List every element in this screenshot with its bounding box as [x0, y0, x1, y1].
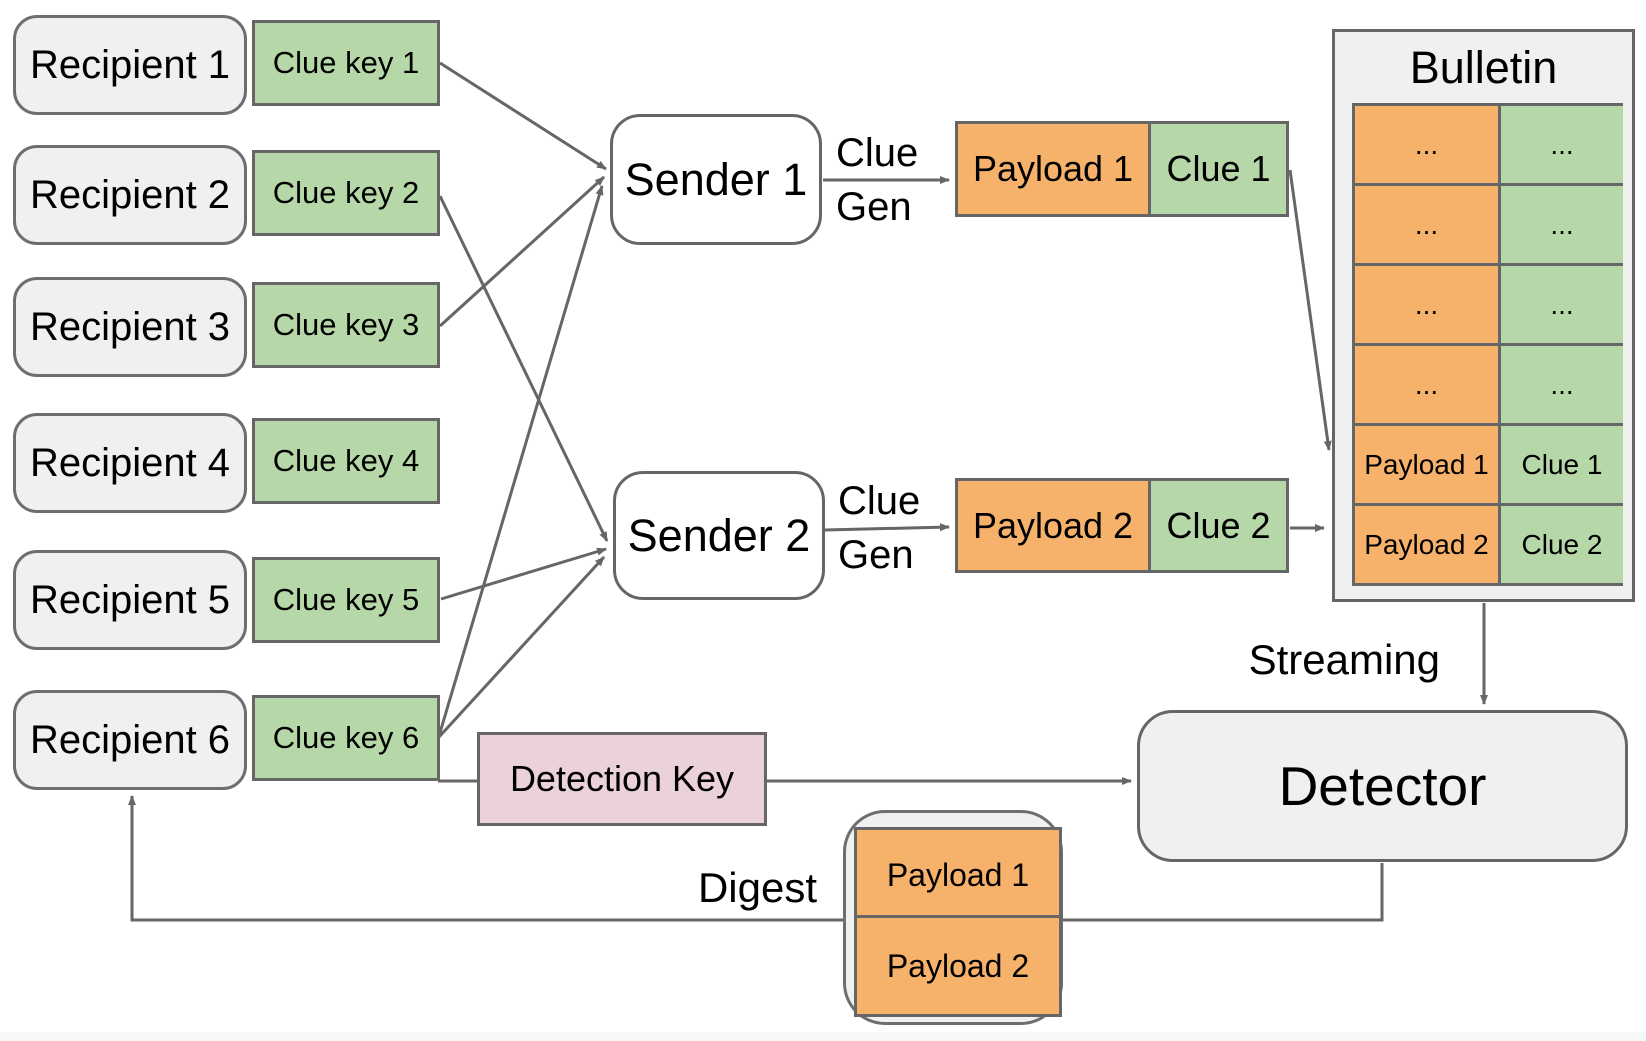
bulletin-cell-payload: ... [1355, 346, 1498, 423]
bulletin-cell-clue: ... [1501, 186, 1623, 263]
arrow-cluekey1-to-sender1 [439, 61, 607, 171]
clue-key-box-6: Clue key 6 [252, 695, 440, 781]
detector-box: Detector [1137, 710, 1628, 862]
recipient-label: Recipient 3 [29, 304, 231, 349]
clue-key-label: Clue key 2 [272, 175, 420, 210]
streaming-label: Streaming [1248, 636, 1440, 683]
clue-gen-label-2: Clue Gen [838, 474, 950, 582]
bulletin-cell-clue: Clue 2 [1501, 506, 1623, 583]
detection-key-box: Detection Key [477, 732, 767, 826]
recipient-box-4: Recipient 4 [13, 413, 247, 513]
bulletin-cell-payload: ... [1355, 186, 1498, 263]
detector-label: Detector [1278, 755, 1487, 817]
recipient-box-2: Recipient 2 [13, 145, 247, 245]
recipient-label: Recipient 5 [29, 577, 231, 622]
bulletin-cell-payload: ... [1355, 266, 1498, 343]
digest-label: Digest [697, 864, 817, 911]
clue-gen-line1: Clue [836, 131, 919, 175]
clue2-box: Clue 2 [1148, 478, 1289, 573]
clue-key-label: Clue key 5 [272, 582, 420, 617]
recipient-box-1: Recipient 1 [13, 15, 247, 115]
clue1-box: Clue 1 [1148, 121, 1289, 217]
clue-gen-line2: Gen [836, 185, 912, 229]
payload1-box: Payload 1 [955, 121, 1151, 217]
arrow-cluekey6-to-sender1 [437, 185, 604, 737]
clue-key-label: Clue key 1 [272, 45, 420, 80]
bulletin-title: Bulletin [1409, 42, 1558, 93]
arrow-clue1-to-bulletin [1288, 169, 1332, 451]
clue-gen-line1: Clue [838, 479, 921, 523]
clue-label: Clue 2 [1166, 504, 1271, 546]
recipient-label: Recipient 4 [29, 440, 231, 485]
payload2-box: Payload 2 [955, 478, 1151, 573]
bulletin-cell-payload: ... [1355, 106, 1498, 183]
bulletin-cell-clue: ... [1501, 346, 1623, 423]
recipient-box-6: Recipient 6 [13, 690, 247, 790]
clue-label: Clue 1 [1166, 148, 1271, 189]
clue-key-label: Clue key 6 [272, 720, 420, 755]
recipient-box-3: Recipient 3 [13, 277, 247, 377]
clue-key-box-5: Clue key 5 [252, 557, 440, 643]
bulletin-cell-clue: ... [1501, 266, 1623, 343]
digest-cell-payload1: Payload 1 [854, 827, 1062, 924]
clue-key-box-4: Clue key 4 [252, 418, 440, 504]
digest-box: Payload 1 Payload 2 [843, 810, 1063, 1025]
bulletin-panel: Bulletin ... ... ... ... ... ... ... ...… [1332, 29, 1635, 602]
canvas-bottom-strip [0, 1032, 1646, 1041]
payload-label: Payload 2 [972, 504, 1134, 546]
clue-gen-label-1: Clue Gen [836, 126, 948, 234]
arrow-cluekey6-to-sender2 [437, 555, 606, 739]
sender-box-1: Sender 1 [610, 114, 822, 245]
bulletin-cell-payload: Payload 2 [1355, 506, 1498, 583]
clue-key-label: Clue key 4 [272, 443, 420, 478]
clue-key-box-2: Clue key 2 [252, 150, 440, 236]
clue-key-box-1: Clue key 1 [252, 20, 440, 106]
recipient-label: Recipient 6 [29, 717, 231, 762]
bulletin-cell-clue: ... [1501, 106, 1623, 183]
arrow-cluekey2-to-sender2 [438, 195, 609, 542]
sender-label: Sender 1 [624, 153, 808, 205]
recipient-label: Recipient 2 [29, 172, 231, 217]
digest-cell-payload2: Payload 2 [854, 915, 1062, 1017]
recipient-box-5: Recipient 5 [13, 550, 247, 650]
bulletin-table: ... ... ... ... ... ... ... ... Payload … [1352, 103, 1623, 586]
bulletin-cell-payload: Payload 1 [1355, 426, 1498, 503]
recipient-label: Recipient 1 [29, 42, 231, 87]
payload-label: Payload 1 [972, 148, 1134, 189]
bulletin-cell-clue: Clue 1 [1501, 426, 1623, 503]
arrow-cluekey5-to-sender2 [440, 547, 607, 601]
sender-box-2: Sender 2 [613, 471, 825, 600]
detection-key-label: Detection Key [509, 758, 735, 799]
clue-key-label: Clue key 3 [272, 307, 420, 342]
sender-label: Sender 2 [627, 509, 811, 561]
clue-gen-line2: Gen [838, 533, 914, 577]
arrow-cluekey3-to-sender1 [438, 175, 606, 328]
clue-key-box-3: Clue key 3 [252, 282, 440, 368]
